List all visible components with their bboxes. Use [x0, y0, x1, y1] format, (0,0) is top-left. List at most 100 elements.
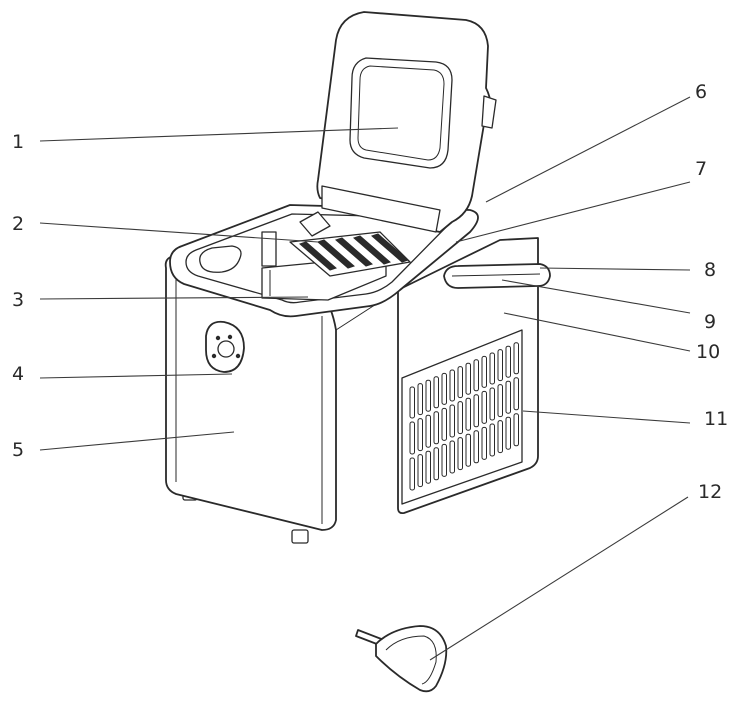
scoop-inner [385, 635, 437, 685]
callout-number: 11 [704, 408, 728, 430]
callout-number: 2 [12, 213, 24, 235]
leader-line [503, 312, 691, 352]
callout-4: 4 [12, 363, 233, 385]
power-button [217, 340, 235, 358]
indicator-light [227, 334, 233, 340]
vent-slot [473, 394, 479, 428]
tray-fin [299, 241, 337, 271]
callout-number: 1 [12, 131, 24, 153]
tray-fin [335, 237, 373, 267]
indicator-light [211, 353, 217, 359]
scoop-bowl [375, 625, 448, 693]
vent-slot [513, 377, 519, 411]
ice-maker-illustration [164, 11, 551, 693]
callout-number: 5 [12, 439, 24, 461]
leader-line [39, 296, 309, 300]
callout-7: 7 [455, 158, 707, 243]
vent-slot [409, 421, 415, 455]
vent-slot [513, 413, 519, 447]
vent-slot [513, 342, 519, 375]
vent-slot [433, 447, 439, 481]
callout-12: 12 [429, 481, 722, 661]
callout-3: 3 [12, 289, 309, 311]
leader-line [485, 96, 691, 203]
callout-1: 1 [12, 127, 399, 153]
handle-grip-line [451, 273, 541, 277]
vent-slot [409, 386, 415, 419]
vent-slot [449, 369, 455, 402]
callout-5: 5 [12, 431, 235, 461]
vent-slot [497, 349, 503, 382]
control-panel [205, 320, 245, 373]
tray-fin [371, 233, 409, 263]
callout-10: 10 [503, 312, 720, 363]
vent-slot [457, 437, 463, 471]
vent-slot [457, 401, 463, 435]
vent-slot [449, 404, 455, 438]
front-right-foot [291, 529, 309, 544]
vent-slot [505, 380, 511, 414]
vent-slot [449, 440, 455, 474]
lid-window [349, 57, 453, 169]
vent-slots [409, 342, 519, 491]
vent-slot [465, 362, 471, 395]
vent-slot [417, 383, 423, 416]
leader-line [39, 431, 235, 451]
left-grip [199, 245, 242, 273]
vent-slot [425, 450, 431, 484]
evaporator-post [261, 231, 277, 267]
tray-fin [317, 239, 355, 269]
lid-hinge [321, 185, 441, 233]
callout-6: 6 [485, 81, 707, 203]
air-vent [401, 329, 523, 505]
leader-line [39, 127, 399, 142]
vent-slot [433, 411, 439, 445]
vent-slot [433, 376, 439, 409]
handle [443, 263, 551, 289]
callout-number: 9 [704, 311, 716, 333]
vent-slot [425, 379, 431, 412]
callout-8: 8 [539, 259, 716, 281]
callout-number: 12 [698, 481, 722, 503]
leader-line [39, 373, 233, 379]
leader-line [39, 222, 319, 243]
vent-slot [465, 433, 471, 467]
vent-slot [505, 345, 511, 378]
callout-9: 9 [501, 279, 716, 333]
vent-slot [481, 426, 487, 460]
callout-11: 11 [522, 408, 728, 430]
lid-latch [481, 95, 497, 129]
callout-number: 6 [695, 81, 707, 103]
vent-slot [489, 352, 495, 385]
vent-slot [505, 416, 511, 450]
vent-slot [441, 443, 447, 477]
callout-number: 7 [695, 158, 707, 180]
vent-slot [441, 372, 447, 405]
leader-line [429, 496, 689, 661]
leader-line [455, 181, 691, 243]
tray-fins [299, 233, 409, 271]
vent-slot [473, 430, 479, 464]
callout-number: 8 [704, 259, 716, 281]
vent-slot [489, 387, 495, 421]
indicator-light [215, 335, 221, 341]
leader-line [539, 267, 691, 271]
lid [316, 11, 497, 233]
vent-slot [489, 423, 495, 457]
vent-slot [417, 454, 423, 488]
evaporator-block [299, 211, 331, 237]
vent-slot [409, 457, 415, 491]
vent-slot [497, 384, 503, 418]
callout-number: 3 [12, 289, 24, 311]
indicator-light [235, 353, 241, 359]
leader-line [501, 279, 691, 314]
vent-slot [457, 366, 463, 399]
vent-slot [441, 407, 447, 441]
lid-window-inner [357, 65, 445, 161]
vent-slot [425, 414, 431, 448]
vent-slot [481, 390, 487, 424]
ice-tray [289, 231, 411, 277]
vent-slot [481, 355, 487, 388]
